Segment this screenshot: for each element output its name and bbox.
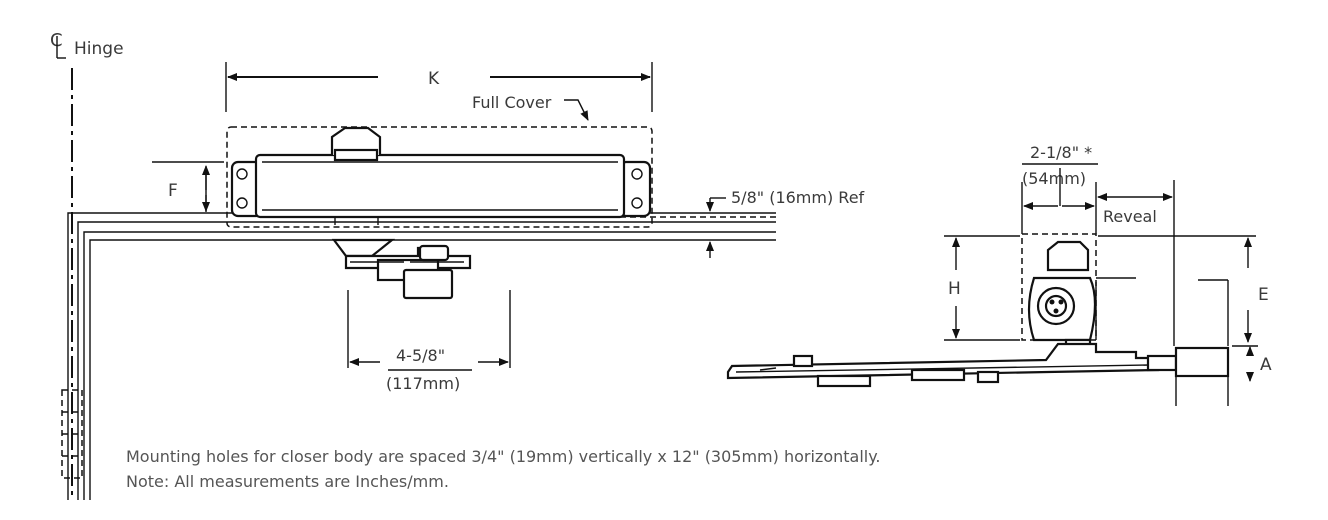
- dim-117mm-label: (117mm): [386, 374, 460, 393]
- side-arm: [726, 342, 1178, 388]
- dim-H-label: H: [948, 279, 961, 299]
- centerline-symbol: C: [50, 30, 66, 59]
- top-view: C Hinge K Full Cover: [50, 30, 865, 500]
- dim-4-5-8-label: 4-5/8": [396, 346, 445, 365]
- dim-54mm-label: (54mm): [1022, 169, 1086, 188]
- ref-label: 5/8" (16mm) Ref: [731, 188, 865, 207]
- dim-E-label: E: [1258, 285, 1269, 305]
- note-units: Note: All measurements are Inches/mm.: [126, 472, 449, 491]
- dim-2-1-8-label: 2-1/8" *: [1030, 143, 1092, 162]
- dim-F-label: F: [168, 181, 178, 201]
- full-cover-label: Full Cover: [472, 93, 552, 112]
- arm-bracket: [331, 238, 472, 300]
- closer-body: [230, 126, 652, 225]
- reveal-label: Reveal: [1103, 207, 1157, 226]
- closer-side: [1027, 240, 1136, 352]
- hinge-label: Hinge: [74, 39, 124, 59]
- dim-A-label: A: [1260, 355, 1272, 375]
- svg-text:C: C: [50, 30, 63, 51]
- hinge-barrel: [61, 389, 83, 479]
- note-mounting: Mounting holes for closer body are space…: [126, 447, 881, 466]
- full-cover-outline: [226, 126, 653, 228]
- side-view: 2-1/8" * (54mm) Reveal H: [726, 143, 1272, 406]
- dim-K-label: K: [428, 69, 440, 89]
- frame-stop: [1174, 279, 1230, 406]
